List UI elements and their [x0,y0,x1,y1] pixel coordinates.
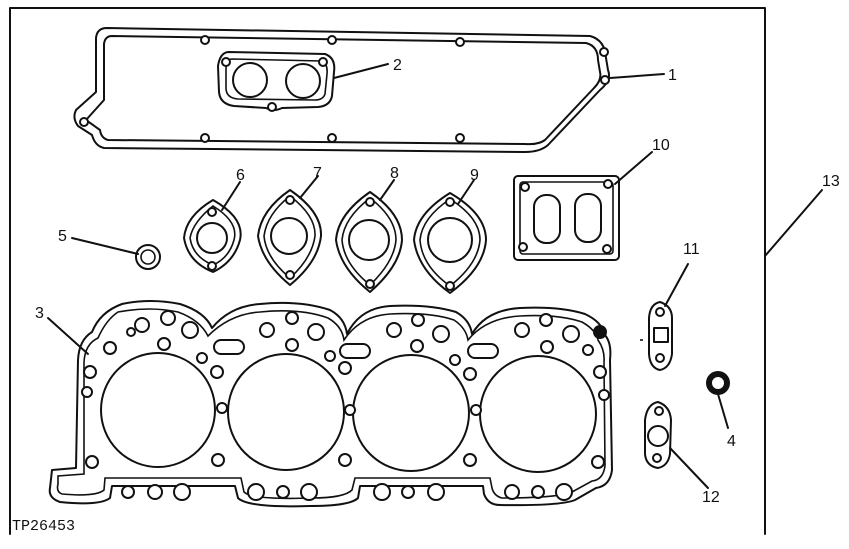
callout-7: 7 [313,165,322,182]
leader-2 [333,63,389,79]
leader-4 [717,393,729,429]
leader-13 [764,189,823,257]
part-3-head-gasket [48,300,613,508]
leader-12 [669,447,709,489]
leader-5 [71,237,139,255]
leader-6 [221,181,241,211]
part-7-port-gasket [257,189,323,286]
callout-labels: 1 2 3 4 5 6 7 8 9 10 11 12 13 [35,57,840,506]
figure-reference-id: TP26453 [12,518,75,535]
part-10-outlet-gasket [513,175,620,261]
callout-8: 8 [390,165,399,182]
leader-lines [47,63,823,489]
callout-6: 6 [236,167,245,184]
leader-3 [47,317,89,355]
part-9-port-gasket [413,192,487,294]
callout-2: 2 [393,57,402,74]
callout-9: 9 [470,167,479,184]
part-4-seal-ring [706,371,730,395]
kit-frame [9,7,766,535]
callout-13: 13 [822,173,840,190]
leader-7 [299,175,319,199]
part-8-port-gasket [335,191,403,293]
leader-11 [664,263,689,307]
callout-11: 11 [683,241,700,258]
part-11-small-gasket [640,301,673,371]
leader-9 [457,179,475,205]
part-1-rocker-cover-gasket [73,27,610,153]
leader-10 [614,151,653,185]
leader-1 [609,73,665,79]
callout-10: 10 [652,137,670,154]
callout-4: 4 [727,433,736,450]
leader-8 [379,179,395,201]
part-6-port-gasket [183,199,242,273]
part-5-seal-ring [135,244,161,270]
callout-12: 12 [702,489,720,506]
callout-1: 1 [668,67,677,84]
part-12-small-gasket [644,401,672,469]
callout-5: 5 [58,228,67,245]
part-2-inner-gasket [217,51,336,112]
callout-3: 3 [35,305,44,322]
